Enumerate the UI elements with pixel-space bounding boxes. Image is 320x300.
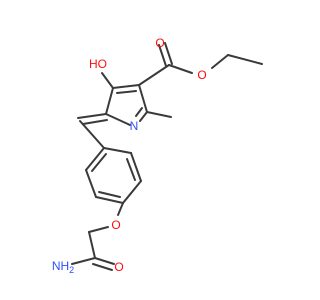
bond-benz-1-2 <box>103 147 132 154</box>
bond-ring-c2-methyl <box>146 111 172 118</box>
bond-ring-c3-c4 <box>112 84 140 89</box>
atom-ring-n: N <box>130 119 139 133</box>
bond-c5-methine-a <box>77 113 107 119</box>
bond-ring-c4-hydroxyl <box>101 72 114 89</box>
atom-ester-ether-o: O <box>197 68 206 82</box>
bond-c5-methine-b <box>82 119 108 125</box>
bond-benz-2-3 <box>130 152 142 182</box>
bond-ether-o-ch2 <box>211 54 229 69</box>
bond-carbonyl-o-a <box>94 257 115 265</box>
atom-amide-o: O <box>114 260 123 274</box>
bond-carbonyl-o-b <box>92 263 113 271</box>
bond-ring-c3-c4-inner <box>116 90 137 94</box>
atom-hydroxyl: HO <box>89 57 107 71</box>
bond-ring-c4-c5 <box>105 87 114 115</box>
bond-ester-c-carbonyl-o-a <box>158 44 167 67</box>
bond-ring-c3-ester-c <box>138 64 170 86</box>
bond-ester-c-ether-o <box>168 64 193 74</box>
atom-labels: O O HO N O NH2 O <box>52 36 207 275</box>
bond-carbonyl-amide-n <box>71 257 96 265</box>
bond-benz-6-1-inner <box>91 153 107 172</box>
bond-benz-3-4 <box>122 180 142 204</box>
amide-n-subscript: 2 <box>69 265 74 275</box>
amide-n-text: NH <box>52 259 69 273</box>
bonds <box>71 42 263 271</box>
atom-ester-carbonyl-o: O <box>155 36 164 50</box>
bond-benz-2-3-inner <box>126 158 136 181</box>
bond-ring-n-c2-a <box>139 111 148 122</box>
bond-benz-4-5 <box>95 196 124 204</box>
atom-amide-n: NH2 <box>52 259 74 275</box>
bond-methine-aryl <box>79 120 105 149</box>
bond-ch2-ch3 <box>227 54 263 65</box>
atom-ether-o: O <box>111 218 120 232</box>
bond-ring-c5-n <box>105 113 131 126</box>
bond-benz-4-5-inner <box>98 191 121 198</box>
bond-benz-6-1 <box>85 147 105 171</box>
bond-benz-ether-o <box>117 202 124 216</box>
bond-ring-c2-c3 <box>138 84 148 113</box>
bond-ring-n-c2-b <box>135 107 143 117</box>
bond-benz-5-6 <box>85 169 97 198</box>
bond-ester-c-carbonyl-o-b <box>164 42 173 65</box>
bond-ch2-carbonyl <box>88 231 96 259</box>
molecule-structure: O O HO N O NH2 O <box>52 36 263 275</box>
bond-ether-o-ch2-amide <box>88 226 109 233</box>
